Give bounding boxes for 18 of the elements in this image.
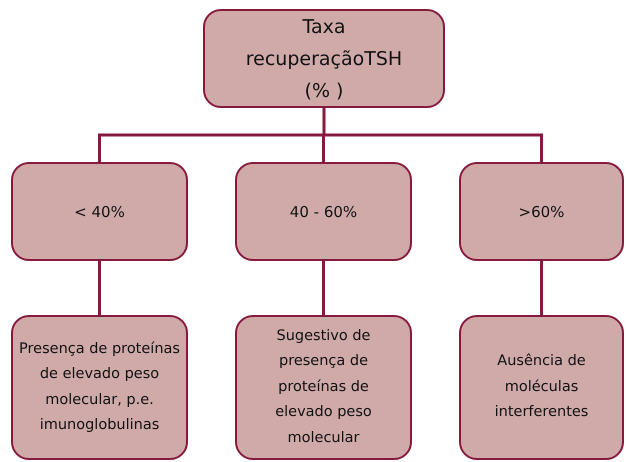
rounded-box: [235, 162, 412, 261]
rounded-box: [459, 162, 624, 261]
connector-line: [322, 108, 543, 162]
box-text: 40 - 60%: [290, 202, 358, 222]
box-text: Taxa recuperaçãoTSH (% ): [244, 14, 404, 104]
rounded-box: [11, 162, 188, 261]
connector-line: [322, 261, 325, 315]
connector-line: [98, 261, 101, 315]
box-text: Ausência de moléculas interferentes: [494, 352, 590, 422]
rounded-box: [203, 9, 445, 108]
rounded-box: [11, 315, 188, 460]
rounded-box: [235, 315, 412, 460]
box-text: < 40%: [74, 202, 125, 222]
box-text: Presença de proteínas de elevado peso molecular, p.e. imunoglobulinas: [19, 340, 180, 435]
box-text: Sugestivo de presença de proteínas de elevado peso molecular: [274, 326, 373, 448]
box-text: >60%: [518, 202, 564, 222]
rounded-box: [459, 315, 624, 460]
connector-line: [540, 261, 543, 315]
